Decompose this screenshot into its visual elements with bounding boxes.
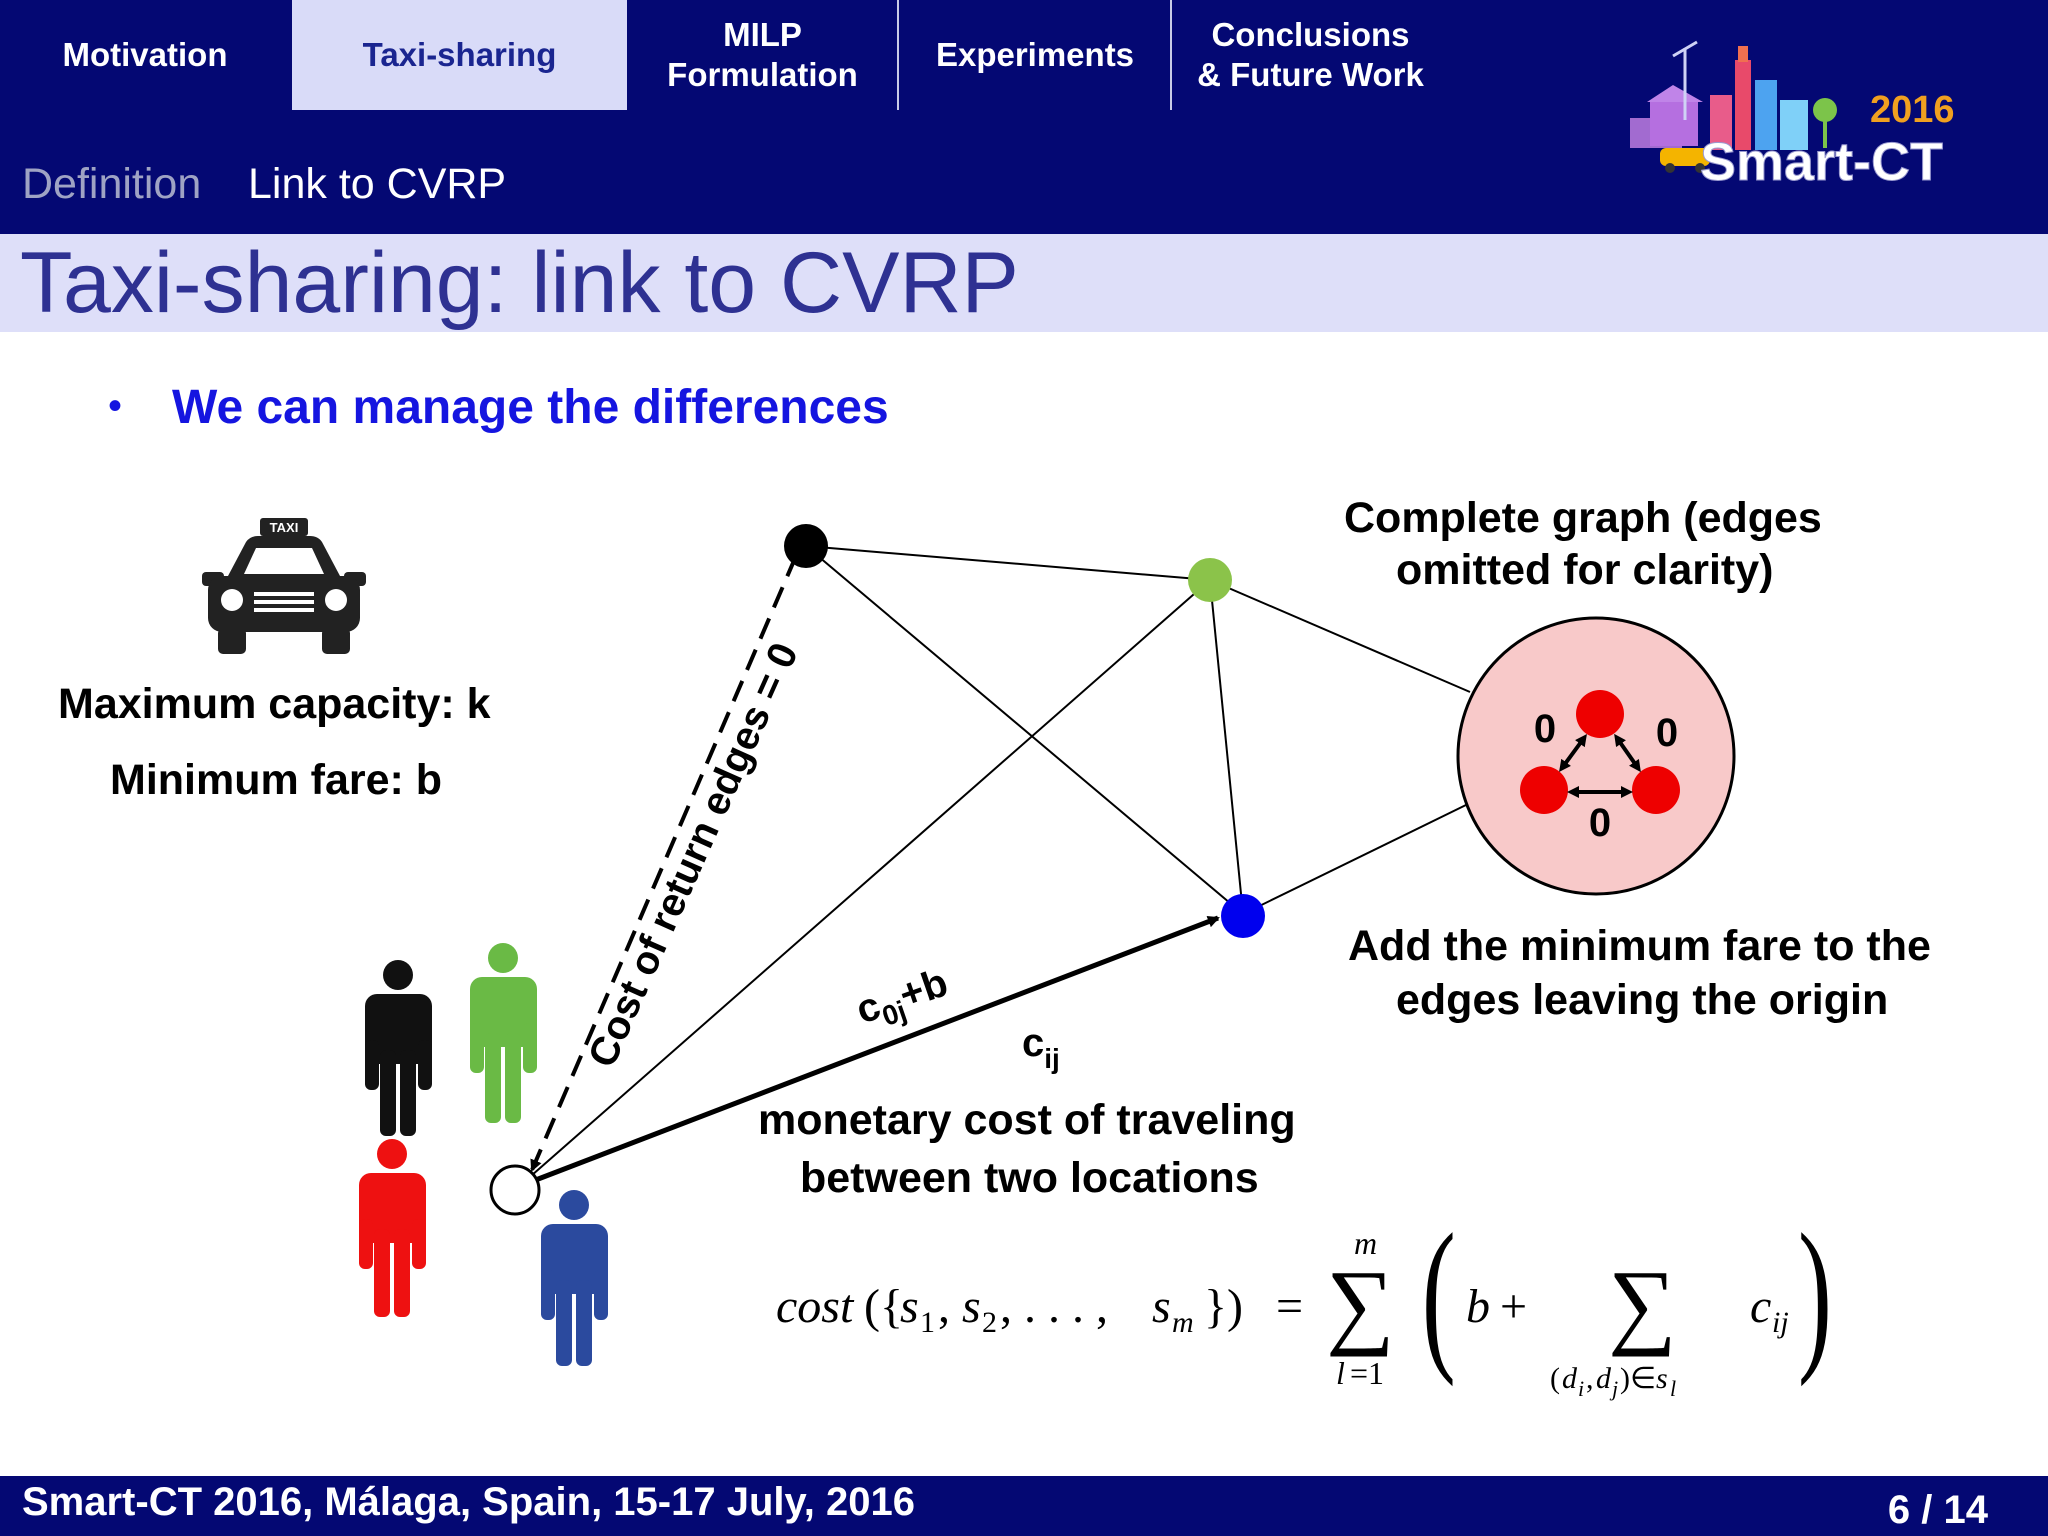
graph-edge [1209,579,1471,693]
tab-taxi-sharing[interactable]: Taxi-sharing [292,0,627,110]
min-fare-note-line2: edges leaving the origin [1396,976,1889,1024]
svg-text:s: s [962,1280,981,1333]
svg-text:s: s [1152,1280,1171,1333]
zero-label: 0 [1534,707,1556,751]
svg-text:(: ( [1550,1362,1560,1395]
svg-text:): ) [1798,1212,1832,1388]
zero-label: 0 [1656,711,1678,755]
sum-upper: m [1354,1225,1377,1261]
smart-ct-logo: 2016 Smart-CT [1630,40,1955,190]
max-capacity-label: Maximum capacity: k [58,680,491,728]
svg-text:s: s [900,1280,919,1333]
graph-edge [1242,803,1469,915]
slide-title: Taxi-sharing: link to CVRP [20,235,1019,331]
footer-bar [0,1476,2048,1536]
tab-experiments[interactable]: Experiments [905,0,1165,110]
tab-conclusions[interactable]: Conclusions & Future Work [1178,0,1443,110]
tab-label: Experiments [935,36,1135,73]
monetary-cost-line1: monetary cost of traveling [758,1096,1296,1144]
tab-divider [1170,0,1172,110]
svg-text:m: m [1172,1306,1194,1339]
svg-text:cost: cost [776,1280,855,1333]
tab-label: Taxi-sharing [362,36,557,73]
person-blue-icon [541,1190,608,1366]
zero-label: 0 [1589,801,1611,845]
current-page: 6 [1887,1488,1911,1532]
origin-edge-arrow [519,915,1220,1189]
person-red-icon [359,1139,426,1317]
svg-text:d: d [1562,1362,1578,1395]
complete-graph-note-line1: Complete graph (edges [1344,494,1822,542]
svg-text:b: b [1466,1280,1490,1333]
subnav-link-to-cvrp[interactable]: Link to CVRP [248,160,507,208]
person-green-icon [470,943,537,1123]
tab-milp-formulation[interactable]: MILP Formulation [640,0,885,110]
bullet-text: We can manage the differences [172,381,889,434]
graph-edge [805,545,1211,581]
tab-label-line2: & Future Work [1197,56,1424,93]
depot-node [784,524,828,568]
person-black-icon [365,960,432,1136]
svg-text:}): }) [1204,1280,1243,1333]
svg-text:l: l [1336,1355,1345,1391]
svg-text:=: = [1276,1280,1303,1333]
red-cluster [1456,616,1736,896]
svg-text:)∈: )∈ [1620,1362,1656,1395]
footer-event: Smart-CT 2016, Málaga, Spain, 15-17 July… [22,1480,916,1524]
graph-edge [514,579,1211,1191]
svg-text:2: 2 [982,1306,997,1339]
logo-text: Smart-CT [1700,132,1943,190]
svg-text:+: + [1500,1280,1527,1333]
logo-year: 2016 [1870,89,1955,131]
tab-label-line1: Conclusions [1211,16,1410,53]
svg-text:(: ( [1422,1212,1456,1388]
origin-node [489,1164,541,1216]
svg-text:s: s [1656,1362,1668,1395]
blue-node [1221,894,1265,938]
total-pages: / 14 [1921,1488,1988,1532]
title-bar [0,234,2048,332]
min-fare-note-line1: Add the minimum fare to the [1348,922,1931,970]
svg-text:∑: ∑ [1326,1250,1394,1357]
svg-text:d: d [1596,1362,1612,1395]
red-node [1520,766,1568,814]
graph-edge [1209,579,1244,915]
return-edge-arrow [530,555,798,1172]
subnav-definition[interactable]: Definition [22,160,202,208]
svg-text:1: 1 [920,1306,935,1339]
cij-label: cij [1022,1021,1060,1074]
green-node [1188,558,1232,602]
svg-text:c: c [1750,1280,1771,1333]
tab-divider [897,0,899,110]
svg-text:,: , [938,1280,950,1333]
tab-label: Motivation [62,36,228,73]
svg-text:, . . . ,: , . . . , [1000,1280,1108,1333]
monetary-cost-line2: between two locations [800,1154,1259,1202]
svg-text:i: i [1578,1376,1584,1401]
svg-text:l: l [1670,1376,1676,1401]
taxi-sign-text: TAXI [270,520,299,535]
min-fare-label: Minimum fare: b [110,756,443,804]
tab-motivation[interactable]: Motivation [30,0,260,110]
svg-text:,: , [1586,1362,1594,1395]
svg-text:∑: ∑ [1608,1250,1676,1357]
svg-text:j: j [1609,1376,1618,1401]
tab-label-line1: MILP [723,16,802,53]
graph-edge [805,545,1244,915]
red-node [1632,766,1680,814]
svg-text:({: ({ [864,1280,903,1333]
taxi-icon: TAXI [202,518,366,654]
page-number: 6 / 14 [1888,1488,1988,1533]
complete-graph-note-line2: omitted for clarity) [1396,546,1774,594]
svg-text:=1: =1 [1350,1355,1384,1391]
red-node [1576,690,1624,738]
svg-text:ij: ij [1772,1306,1789,1339]
return-edges-label: Cost of return edges = 0 [580,636,807,1073]
bullet-marker: • [108,384,123,428]
tab-label-line2: Formulation [667,56,858,93]
